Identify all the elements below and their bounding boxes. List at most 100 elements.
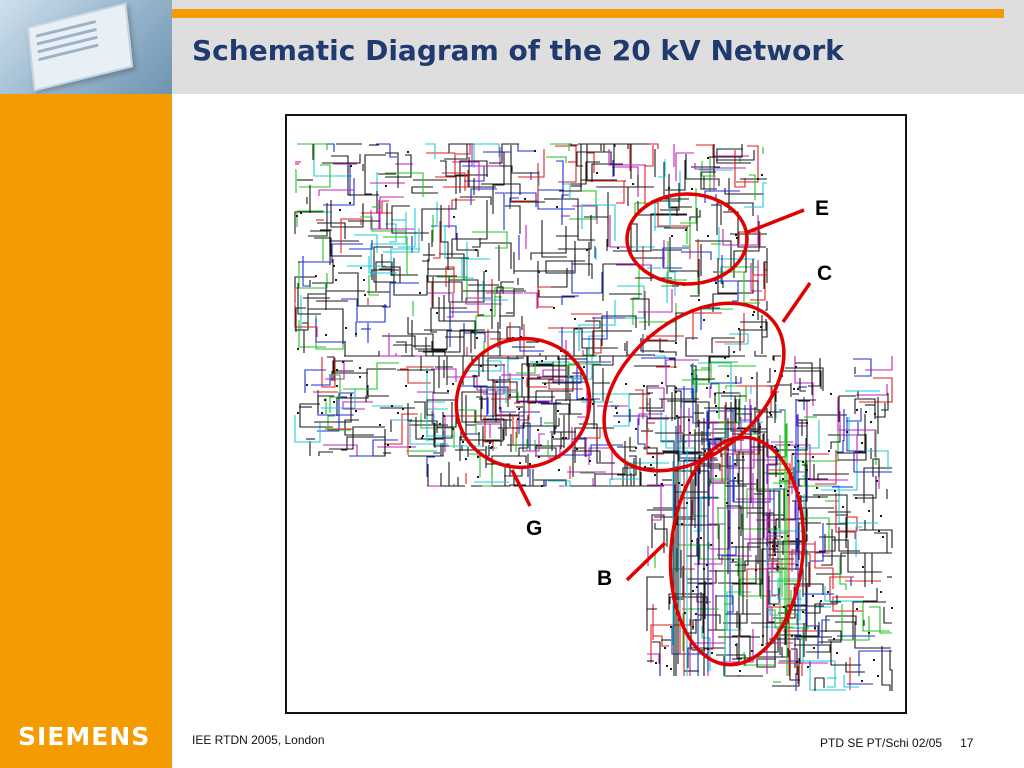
schematic-node (795, 366, 797, 368)
schematic-line (704, 190, 740, 203)
schematic-node (670, 668, 672, 670)
schematic-line (613, 143, 649, 176)
schematic-line (585, 180, 625, 204)
schematic-line (592, 382, 610, 400)
schematic-node (596, 172, 598, 174)
schematic-node (675, 387, 677, 389)
schematic-node (419, 292, 421, 294)
schematic-line (517, 144, 536, 152)
schematic-node (833, 638, 835, 640)
schematic-line (487, 324, 525, 357)
schematic-node (796, 661, 798, 663)
schematic-line (646, 576, 664, 611)
zone-label-b: B (597, 567, 613, 590)
schematic-line (520, 418, 560, 427)
schematic-line (541, 403, 555, 435)
schematic-node (453, 216, 455, 218)
schematic-line (687, 647, 726, 674)
schematic-node (409, 446, 411, 448)
schematic-node (686, 502, 688, 504)
schematic-node (439, 423, 441, 425)
schematic-line (603, 144, 612, 164)
schematic-line (318, 189, 354, 196)
schematic-line (835, 440, 844, 473)
schematic-line (431, 281, 462, 307)
schematic-node (583, 366, 585, 368)
schematic-line (321, 388, 356, 409)
schematic-node (549, 342, 551, 344)
schematic-line (451, 200, 488, 257)
schematic-line (839, 557, 847, 590)
schematic-line (440, 473, 459, 487)
schematic-node (797, 460, 799, 462)
schematic-node (586, 249, 588, 251)
schematic-node (692, 590, 694, 592)
schematic-node (770, 414, 772, 416)
schematic-line (853, 358, 872, 377)
schematic-line (382, 335, 416, 348)
schematic-node (723, 391, 725, 393)
schematic-line (696, 144, 714, 158)
schematic-line (408, 443, 444, 457)
schematic-node (475, 249, 477, 251)
schematic-node (742, 456, 744, 458)
schematic-line (426, 152, 456, 178)
schematic-line (599, 350, 628, 357)
schematic-node (574, 318, 576, 320)
siemens-logo: SIEMENS (18, 722, 151, 751)
schematic-line (383, 236, 408, 276)
schematic-line (654, 523, 668, 547)
schematic-line (546, 156, 567, 163)
schematic-line (344, 351, 380, 357)
schematic-node (774, 370, 776, 372)
schematic-node (447, 390, 449, 392)
schematic-line (506, 326, 520, 339)
schematic-line (370, 200, 380, 230)
schematic-line (840, 516, 858, 532)
schematic-line (854, 398, 876, 419)
schematic-line (417, 391, 434, 425)
schematic-node (812, 456, 814, 458)
schematic-line (294, 211, 323, 234)
schematic-node (814, 627, 816, 629)
schematic-node (655, 662, 657, 664)
schematic-line (489, 143, 519, 164)
schematic-node (691, 188, 693, 190)
schematic-line (433, 423, 449, 447)
schematic-node (552, 436, 554, 438)
schematic-line (308, 308, 344, 344)
schematic-line (422, 243, 430, 262)
schematic-line (472, 238, 481, 248)
schematic-node (644, 466, 646, 468)
schematic-line (838, 434, 867, 461)
schematic-line (304, 369, 326, 393)
schematic-node (632, 183, 634, 185)
schematic-node (856, 409, 858, 411)
schematic-node (675, 391, 677, 393)
schematic-node (776, 545, 778, 547)
schematic-line (821, 462, 858, 491)
schematic-line (480, 242, 512, 269)
schematic-line (584, 216, 609, 247)
schematic-line (889, 650, 893, 691)
schematic-line (407, 317, 434, 356)
schematic-line (415, 412, 444, 440)
schematic-line (622, 467, 655, 486)
schematic-line (700, 346, 730, 357)
schematic-line (579, 423, 615, 464)
schematic-line (671, 470, 710, 506)
schematic-line (421, 198, 457, 241)
schematic-node (617, 247, 619, 249)
schematic-line (442, 172, 466, 191)
schematic-line (681, 251, 712, 260)
schematic-line (774, 384, 791, 423)
schematic-line (455, 449, 510, 465)
schematic-line (431, 225, 457, 240)
schematic-node (868, 510, 870, 512)
schematic-node (664, 647, 666, 649)
schematic-line (806, 593, 819, 659)
schematic-line (799, 660, 836, 688)
schematic-line (653, 635, 669, 647)
schematic-node (686, 466, 688, 468)
schematic-line (445, 266, 455, 293)
